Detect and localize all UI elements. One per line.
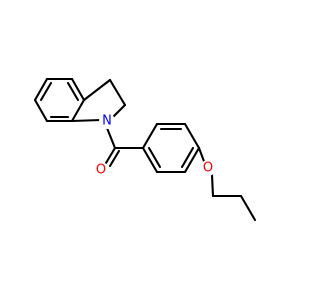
bond-phenyl-double-2: [180, 146, 195, 169]
bond-benzene-1: [33, 77, 49, 102]
bond-carbonyl-double-a: [104, 146, 117, 165]
bond-benzene-4: [70, 98, 86, 123]
bond-carbonyl-double-b: [108, 149, 121, 168]
nitrogen-label: N: [102, 114, 112, 129]
ether-oxygen-atom: O: [200, 160, 216, 176]
bond-ring5-c2-n: [110, 103, 127, 120]
bond-ring5-n-c7a: [70, 118, 103, 123]
bond-ch2-ch3: [239, 194, 257, 222]
bond-benzene-double-1: [39, 81, 53, 102]
bond-ring5-c3a-c3: [82, 78, 112, 102]
bond-benzene-6: [33, 98, 49, 123]
bond-n-carbonyl: [105, 126, 117, 150]
bond-phenyl-1: [141, 122, 159, 150]
atom-labels: N O O: [93, 113, 216, 178]
bond-benzene-3: [70, 77, 86, 102]
bond-benzene-double-2: [66, 81, 80, 102]
bond-ring5-c3-c2: [108, 78, 127, 107]
bond-phenyl-double-3: [147, 146, 162, 169]
bond-phenyl-4: [183, 146, 201, 174]
carbonyl-oxygen-label: O: [96, 163, 106, 178]
nitrogen-atom: N: [99, 113, 115, 129]
carbonyl-oxygen-atom: O: [93, 162, 109, 178]
bonds: [33, 77, 257, 222]
bond-phenyl-3: [183, 122, 201, 150]
molecule-structure-diagram: N O O: [33, 77, 257, 222]
ether-oxygen-label: O: [203, 161, 213, 176]
bond-ether-o-ch2: [210, 173, 215, 198]
bond-phenyl-6: [141, 146, 159, 174]
